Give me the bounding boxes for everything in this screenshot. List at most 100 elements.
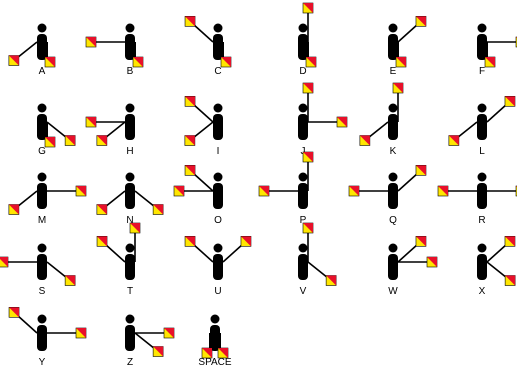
semaphore-figure-q: Q xyxy=(349,165,426,226)
figure-label: F xyxy=(479,66,485,77)
flag-2 xyxy=(153,204,163,214)
semaphore-figure-u: U xyxy=(185,236,251,297)
flag-1 xyxy=(416,236,426,246)
figure-label: H xyxy=(126,146,133,157)
semaphore-figure-k: K xyxy=(360,83,403,157)
body-icon xyxy=(125,34,135,60)
body-icon xyxy=(388,183,398,209)
pole-2 xyxy=(223,244,243,262)
semaphore-figure-b: B xyxy=(86,24,143,78)
pole-1 xyxy=(193,104,213,122)
head-icon xyxy=(38,315,47,324)
body-icon xyxy=(477,34,487,60)
pole-2 xyxy=(135,333,155,349)
semaphore-figure-m: M xyxy=(9,173,86,227)
head-icon xyxy=(389,244,398,253)
head-icon xyxy=(214,104,223,113)
flag-1 xyxy=(9,55,19,65)
flag-1 xyxy=(0,257,8,267)
flag-r xyxy=(221,57,231,67)
head-icon xyxy=(299,24,308,33)
body-icon xyxy=(388,254,398,280)
figure-label: T xyxy=(127,286,133,297)
figure-label: L xyxy=(479,146,485,157)
semaphore-figure-j: J xyxy=(298,83,347,157)
flag-r xyxy=(45,57,55,67)
flag-1 xyxy=(9,307,19,317)
body-icon xyxy=(298,183,308,209)
head-icon xyxy=(478,104,487,113)
semaphore-figure-t: T xyxy=(97,223,140,297)
flag-1 xyxy=(360,135,370,145)
pole-2 xyxy=(487,104,507,122)
head-icon xyxy=(389,173,398,182)
head-icon xyxy=(126,244,135,253)
pole-2 xyxy=(487,262,507,278)
pole-1 xyxy=(193,244,213,262)
semaphore-figure-g: G xyxy=(37,104,75,158)
semaphore-figure-h: H xyxy=(86,104,135,158)
flag-1 xyxy=(349,186,359,196)
flag-1 xyxy=(438,186,448,196)
flag-2 xyxy=(65,275,75,285)
semaphore-figure-y: Y xyxy=(9,307,86,368)
figure-label: Y xyxy=(39,357,46,368)
flag-1 xyxy=(86,117,96,127)
head-icon xyxy=(38,173,47,182)
figure-label: W xyxy=(388,286,398,297)
figure-label: Z xyxy=(127,357,133,368)
flag-2 xyxy=(174,186,184,196)
flag-1 xyxy=(449,135,459,145)
semaphore-figure-v: V xyxy=(298,223,336,297)
head-icon xyxy=(389,104,398,113)
figure-label: S xyxy=(39,286,46,297)
head-icon xyxy=(389,24,398,33)
flag-r xyxy=(306,57,316,67)
flag-1 xyxy=(9,204,19,214)
flag-1 xyxy=(185,236,195,246)
body-icon xyxy=(213,183,223,209)
head-icon xyxy=(214,244,223,253)
head-icon xyxy=(38,244,47,253)
body-icon xyxy=(388,114,398,140)
head-icon xyxy=(299,104,308,113)
pole-1 xyxy=(398,244,418,262)
head-icon xyxy=(38,104,47,113)
pole-1 xyxy=(398,24,418,42)
flag-2 xyxy=(76,186,86,196)
body-icon xyxy=(125,254,135,280)
body-icon xyxy=(37,254,47,280)
figure-label: D xyxy=(299,66,306,77)
pole-1 xyxy=(17,315,37,333)
semaphore-figure-space: SPACE xyxy=(198,315,231,369)
semaphore-figure-p: P xyxy=(259,152,313,226)
flag-r xyxy=(485,57,495,67)
figure-label: E xyxy=(390,66,397,77)
head-icon xyxy=(211,315,220,324)
body-icon xyxy=(477,183,487,209)
figure-label: R xyxy=(478,215,485,226)
figure-label: SPACE xyxy=(198,357,231,368)
body-icon xyxy=(298,254,308,280)
semaphore-figure-d: D xyxy=(298,3,316,77)
body-icon xyxy=(125,183,135,209)
flag-1 xyxy=(185,165,195,175)
flag-r xyxy=(396,57,406,67)
flag-1 xyxy=(65,135,75,145)
flag-1 xyxy=(303,83,313,93)
body-icon xyxy=(125,114,135,140)
pole-1 xyxy=(368,122,388,138)
body-icon xyxy=(213,114,223,140)
body-icon xyxy=(210,325,220,351)
body-icon xyxy=(298,34,308,60)
body-icon xyxy=(298,114,308,140)
pole-1 xyxy=(105,244,125,262)
body-icon xyxy=(213,254,223,280)
figure-label: I xyxy=(217,146,220,157)
flag-2 xyxy=(416,165,426,175)
pole-2 xyxy=(105,122,125,138)
figure-label: A xyxy=(39,66,46,77)
pole-2 xyxy=(308,262,328,278)
head-icon xyxy=(38,24,47,33)
semaphore-figure-r: R xyxy=(438,173,517,227)
